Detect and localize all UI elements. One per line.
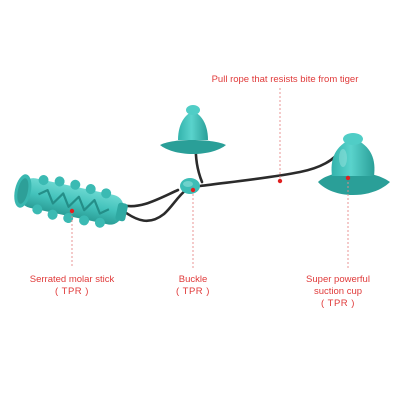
marker-dots [69,175,351,214]
stick-callout-material: ( TPR ) [55,286,89,297]
rope-callout-text: Pull rope that resists bite from tiger [211,74,359,85]
serrated-molar-stick [14,174,128,228]
rope-marker-dot [277,178,283,184]
buckle-marker-dot [190,187,196,193]
cup-callout-material: ( TPR ) [321,298,355,309]
pull-rope [120,142,342,223]
buckle-callout: Buckle ( TPR ) [163,274,223,298]
cup-callout-line2: suction cup [313,286,363,297]
leader-lines [71,88,349,268]
buckle-callout-text: Buckle [178,274,208,285]
rope-callout: Pull rope that resists bite from tiger [185,74,385,86]
stick-callout-text: Serrated molar stick [29,274,115,285]
small-suction-cup [160,105,226,154]
buckle [180,178,200,194]
buckle-callout-material: ( TPR ) [176,286,210,297]
cup-callout: Super powerful suction cup ( TPR ) [288,274,388,310]
cup-marker-dot [345,175,351,181]
cup-callout-line1: Super powerful [306,274,370,285]
large-suction-cup [318,133,390,195]
stick-marker-dot [69,208,75,214]
stick-callout: Serrated molar stick ( TPR ) [12,274,132,298]
